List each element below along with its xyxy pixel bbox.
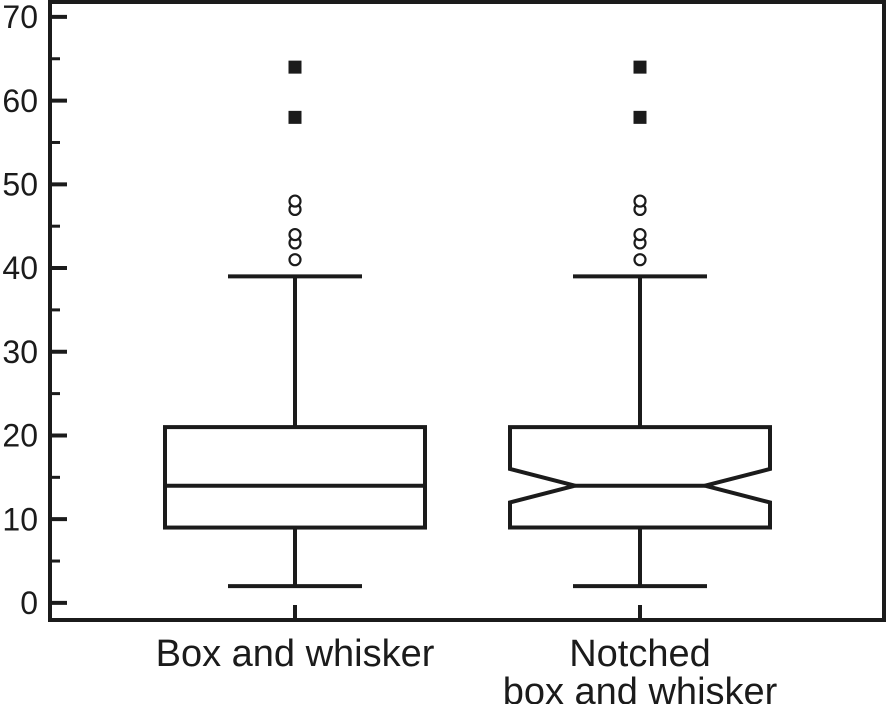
y-tick-label: 60 xyxy=(2,83,38,119)
outlier-open-circle xyxy=(633,253,647,267)
y-tick-label: 30 xyxy=(2,334,38,370)
outlier-filled-square xyxy=(288,60,302,74)
plot-frame xyxy=(48,0,886,622)
category-label: Box and whisker xyxy=(156,633,435,675)
y-tick-label: 10 xyxy=(2,501,38,537)
box-plot-2 xyxy=(508,60,772,589)
outlier-filled-square xyxy=(288,110,302,124)
y-tick-label: 50 xyxy=(2,167,38,203)
outlier-filled-square xyxy=(633,60,647,74)
y-tick-label: 20 xyxy=(2,418,38,454)
y-tick-label: 0 xyxy=(20,585,38,621)
category-label-line: box and whisker xyxy=(503,671,778,704)
notched-box-outline xyxy=(508,425,772,530)
y-tick-label: 70 xyxy=(2,0,38,35)
outlier-open-circle xyxy=(633,227,647,242)
outlier-open-circle xyxy=(633,194,647,208)
category-label-line: Notched xyxy=(569,633,711,675)
box-outline xyxy=(163,425,427,530)
y-tick-label: 40 xyxy=(2,250,38,286)
outlier-open-circle xyxy=(288,194,302,208)
outlier-open-circle xyxy=(288,227,302,242)
category-label-line: Box and whisker xyxy=(156,633,435,675)
outlier-open-circle xyxy=(288,253,302,267)
box-plot-1 xyxy=(163,60,427,589)
outlier-filled-square xyxy=(633,110,647,124)
